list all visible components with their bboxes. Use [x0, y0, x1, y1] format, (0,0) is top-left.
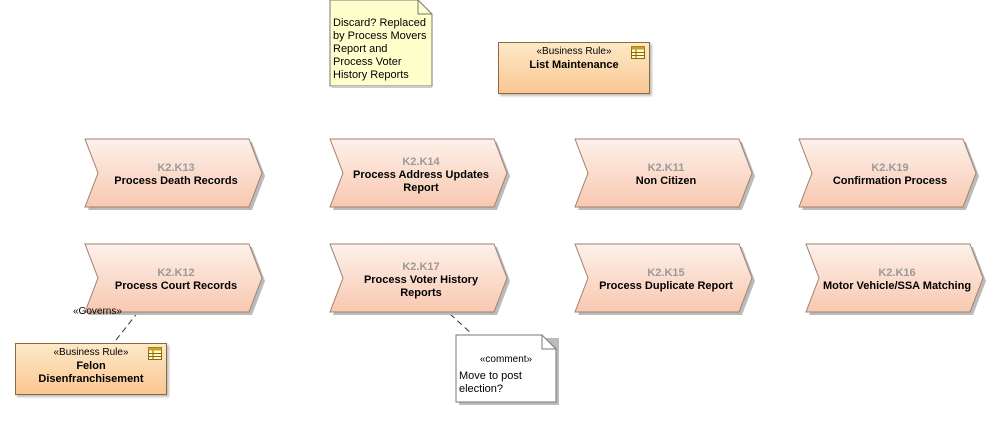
note-shape — [329, 0, 433, 88]
process-id: K2.K15 — [647, 267, 685, 279]
process-id: K2.K12 — [157, 267, 195, 279]
process-id: K2.K11 — [647, 162, 685, 174]
process-name: Non Citizen — [635, 175, 697, 187]
process-id: K2.K13 — [157, 162, 195, 174]
process-id: K2.K17 — [402, 260, 440, 273]
comment-anchor — [449, 313, 473, 335]
rule-stereotype: «Business Rule» — [53, 347, 129, 358]
rule-stereotype: «Business Rule» — [536, 46, 612, 57]
process-id: K2.K19 — [871, 162, 909, 174]
governs-label: «Governs» — [73, 306, 122, 317]
comment-text: Move to post election? — [459, 370, 522, 395]
process-name: Motor Vehicle/SSA Matching — [822, 280, 972, 292]
discard-note: Discard? Replaced by Process Movers Repo… — [329, 0, 433, 88]
process-name: Process Court Records — [114, 280, 238, 292]
comment-note[interactable]: «comment» Move to post election? — [455, 334, 559, 405]
process-name: Process Duplicate Report — [599, 280, 733, 292]
process-id: K2.K16 — [878, 267, 916, 279]
process-name: Process Address Updates Report — [353, 168, 489, 194]
process-name: Confirmation Process — [832, 175, 948, 187]
note-shape — [455, 334, 559, 405]
business-rule-felon-disenfranchisement[interactable]: «Business Rule» Felon Disenfranchisement — [15, 343, 167, 395]
business-rule-list-maintenance[interactable]: «Business Rule» List Maintenance — [498, 42, 650, 94]
comment-stereotype: «comment» — [479, 354, 533, 365]
table-icon — [631, 46, 645, 59]
process-id: K2.K14 — [402, 155, 440, 168]
rule-name: List Maintenance — [529, 59, 619, 71]
process-name: Process Death Records — [114, 175, 238, 187]
rule-name: Felon Disenfranchisement — [38, 360, 144, 385]
process-name: Process Voter History Reports — [363, 273, 479, 299]
discard-note-text: Discard? Replaced by Process Movers Repo… — [333, 17, 427, 81]
table-icon — [148, 347, 162, 360]
